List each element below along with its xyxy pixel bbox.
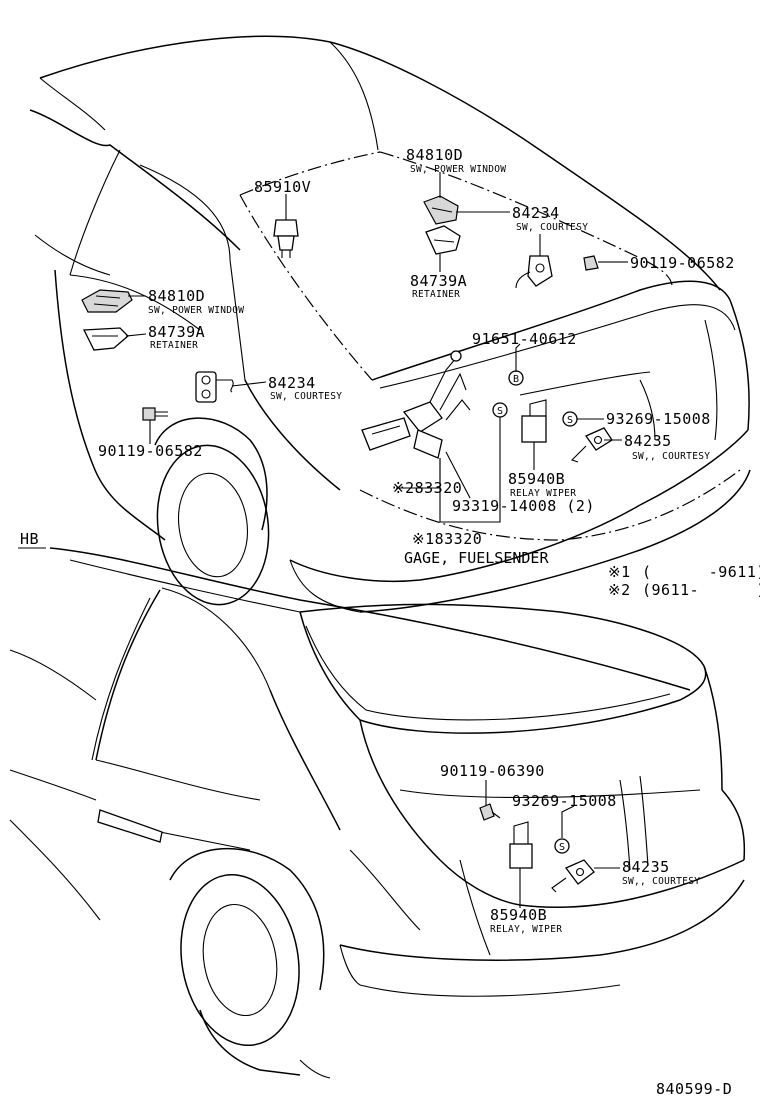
svg-text:RETAINER: RETAINER	[412, 289, 460, 300]
svg-text:※283320: ※283320	[392, 479, 462, 497]
svg-text:84739A: 84739A	[410, 272, 467, 290]
upper-vehicle-body	[29, 35, 751, 613]
svg-text:84235: 84235	[622, 858, 670, 876]
label-84810d-center: 84810D SW, POWER WINDOW	[406, 146, 506, 175]
svg-text:93319-14008 (2): 93319-14008 (2)	[452, 497, 595, 515]
callout-s-lower: S	[554, 838, 570, 854]
courtesy-switch-84235-lower	[551, 859, 595, 893]
svg-text:84234: 84234	[268, 374, 316, 392]
svg-text:SW,, COURTESY: SW,, COURTESY	[622, 876, 700, 887]
connector-85910v	[273, 219, 299, 258]
label-84739a-left: 84739A RETAINER	[148, 323, 205, 351]
svg-text:90119-06582: 90119-06582	[630, 254, 735, 272]
courtesy-switch-left	[195, 371, 234, 403]
svg-text:SW, POWER WINDOW: SW, POWER WINDOW	[148, 305, 244, 316]
svg-text:RELAY, WIPER: RELAY, WIPER	[490, 924, 562, 935]
label-84234-left: 84234 SW, COURTESY	[268, 374, 342, 402]
document-code: 840599-D	[656, 1080, 732, 1098]
relay-wiper-lower	[509, 821, 533, 869]
svg-text:85940B: 85940B	[508, 470, 565, 488]
label-90119-06582-left: 90119-06582	[98, 442, 203, 460]
label-183320: ※183320 GAGE, FUELSENDER	[404, 530, 549, 567]
svg-text:84739A: 84739A	[148, 323, 205, 341]
label-85940b-upper: 85940B RELAY WIPER	[508, 470, 576, 499]
fuel-sender-assembly	[361, 350, 471, 459]
courtesy-switch-84235-upper	[570, 427, 613, 463]
label-91651-40612: 91651-40612	[472, 330, 577, 348]
svg-text:※2: ※2	[608, 581, 631, 599]
svg-text:840599-D: 840599-D	[656, 1080, 732, 1098]
svg-text:84810D: 84810D	[148, 287, 205, 305]
svg-text:90119-06582: 90119-06582	[98, 442, 203, 460]
svg-text:( -9611): ( -9611)	[642, 563, 760, 581]
label-93269-15008-lower: 93269-15008	[512, 792, 617, 810]
label-93319-14008: 93319-14008 (2)	[452, 497, 595, 515]
svg-text:S: S	[559, 842, 565, 853]
courtesy-switch-right	[515, 255, 553, 289]
retainer-left	[82, 327, 129, 351]
label-84235-lower: 84235 SW,, COURTESY	[622, 858, 700, 887]
label-93269-15008-upper: 93269-15008	[606, 410, 711, 428]
footnote-2: ※2 (9611- )	[608, 581, 760, 599]
svg-text:HB: HB	[20, 530, 39, 548]
label-85940b-lower: 85940B RELAY, WIPER	[490, 906, 562, 935]
bolt-left	[142, 407, 168, 421]
svg-text:SW,, COURTESY: SW,, COURTESY	[632, 451, 710, 462]
svg-text:85910V: 85910V	[254, 178, 311, 196]
footnote-1: ※1 ( -9611)	[608, 563, 760, 581]
svg-text:84810D: 84810D	[406, 146, 463, 164]
svg-text:90119-06390: 90119-06390	[440, 762, 545, 780]
svg-text:91651-40612: 91651-40612	[472, 330, 577, 348]
svg-text:RELAY WIPER: RELAY WIPER	[510, 488, 576, 499]
bolt-right	[583, 255, 612, 271]
label-84810d-left: 84810D SW, POWER WINDOW	[148, 287, 244, 316]
retainer-center	[425, 225, 461, 255]
svg-text:93269-15008: 93269-15008	[606, 410, 711, 428]
power-window-switch-center	[423, 195, 459, 225]
label-84739a-center: 84739A RETAINER	[410, 272, 467, 300]
label-90119-06390: 90119-06390	[440, 762, 545, 780]
svg-text:(9611- ): (9611- )	[642, 581, 760, 599]
svg-text:GAGE, FUELSENDER: GAGE, FUELSENDER	[404, 549, 549, 567]
label-84234-right: 84234 SW, COURTESY	[512, 204, 588, 233]
label-283320: ※283320	[392, 479, 462, 497]
svg-text:93269-15008: 93269-15008	[512, 792, 617, 810]
label-84235-upper: 84235 SW,, COURTESY	[624, 432, 710, 462]
svg-text:85940B: 85940B	[490, 906, 547, 924]
svg-text:S: S	[497, 406, 503, 417]
svg-text:SW, POWER WINDOW: SW, POWER WINDOW	[410, 164, 506, 175]
relay-wiper-upper	[521, 399, 547, 443]
power-window-switch-left	[81, 289, 133, 313]
lower-leader-lines	[485, 780, 620, 908]
upper-leader-lines	[125, 172, 628, 523]
label-90119-06582-right: 90119-06582	[630, 254, 735, 272]
svg-text:※183320: ※183320	[412, 530, 482, 548]
callout-s-upper-1: S	[492, 402, 508, 418]
svg-text:B: B	[513, 374, 519, 385]
svg-text:RETAINER: RETAINER	[150, 340, 198, 351]
callout-s-upper-2: S	[562, 411, 578, 427]
svg-text:※1: ※1	[608, 563, 631, 581]
callout-b-upper: B	[508, 370, 524, 386]
svg-text:S: S	[567, 415, 573, 426]
label-85910v: 85910V	[254, 178, 311, 196]
svg-text:84235: 84235	[624, 432, 672, 450]
svg-text:SW, COURTESY: SW, COURTESY	[516, 222, 588, 233]
svg-text:SW, COURTESY: SW, COURTESY	[270, 391, 342, 402]
bolt-lower	[479, 803, 501, 821]
svg-text:84234: 84234	[512, 204, 560, 222]
section-label-hb: HB	[18, 530, 46, 549]
lower-vehicle-body	[9, 547, 746, 1079]
